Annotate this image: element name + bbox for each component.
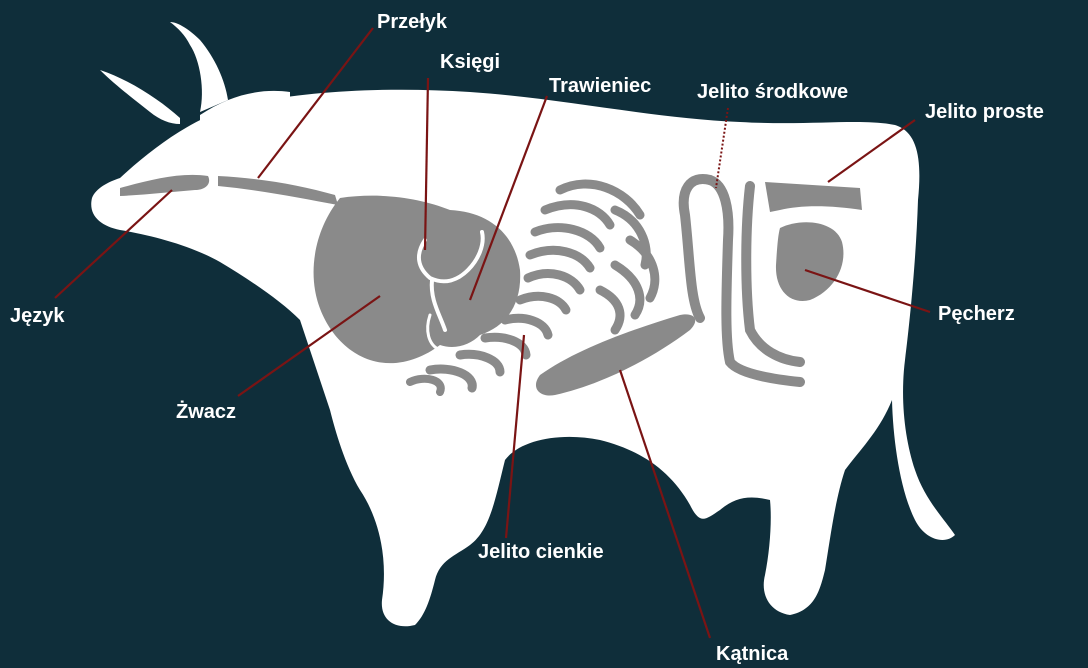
label-trawieniec: Trawieniec [549, 75, 651, 97]
label-jelito-srodkowe: Jelito środkowe [697, 81, 848, 103]
label-jelito-proste: Jelito proste [925, 101, 1044, 123]
cow-silhouette [91, 22, 955, 626]
label-jelito-cienkie: Jelito cienkie [478, 541, 604, 563]
label-pecherz: Pęcherz [938, 303, 1015, 325]
label-katnica: Kątnica [716, 643, 789, 665]
label-ksiegi: Księgi [440, 51, 500, 73]
cow-horn [170, 22, 228, 112]
label-jezyk: Język [10, 305, 65, 327]
label-przelyk: Przełyk [377, 11, 448, 33]
cow-ear [100, 70, 180, 124]
label-zwacz: Żwacz [176, 400, 236, 423]
